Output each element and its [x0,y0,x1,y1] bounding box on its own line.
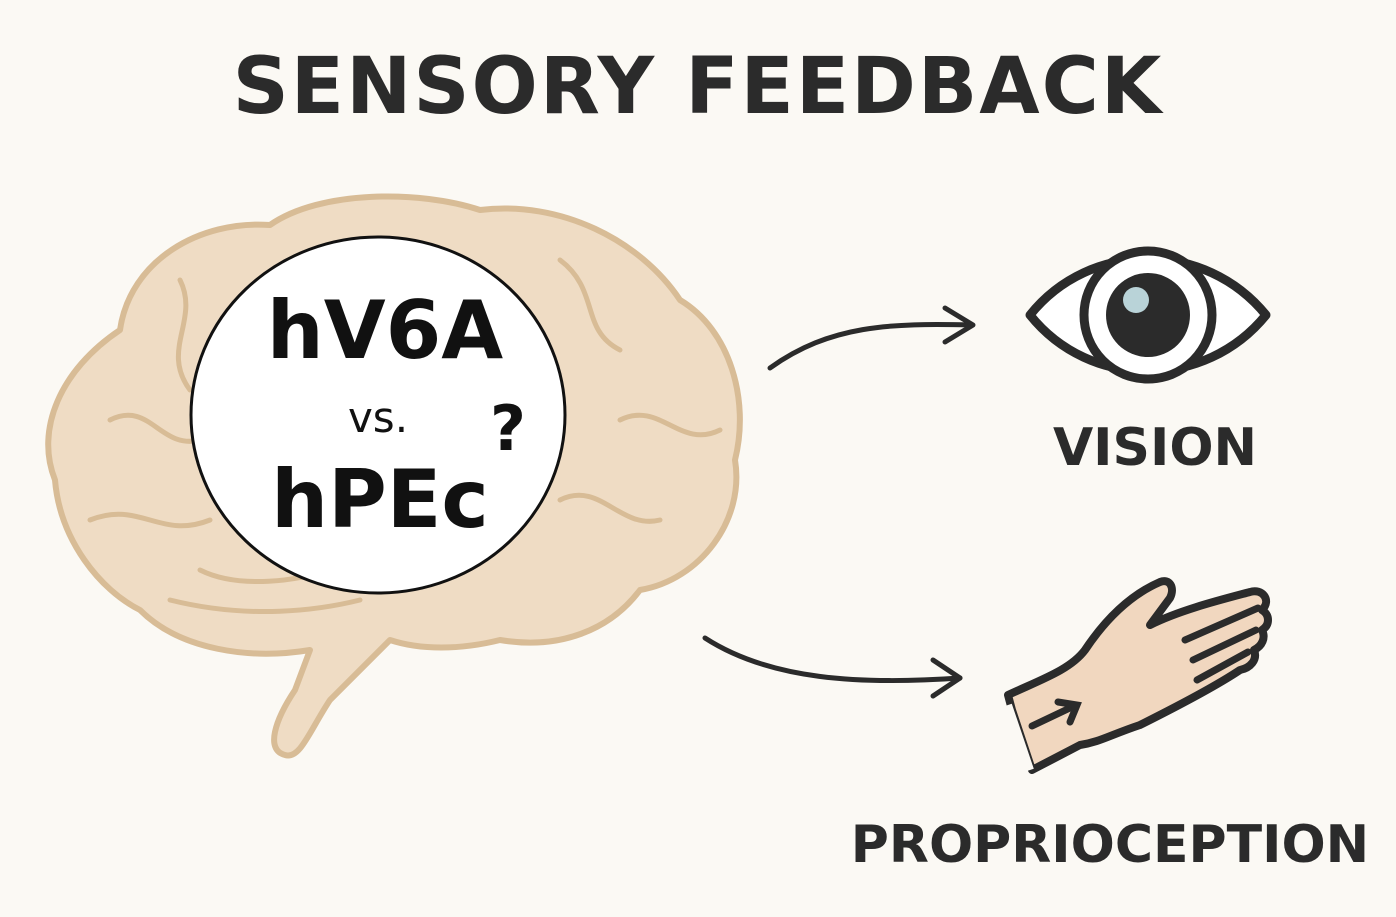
proprioception-label: PROPRIOCEPTION [851,815,1369,875]
vision-label: VISION [1053,418,1257,478]
region-hv6a: hV6A [267,284,504,377]
diagram-title: SENSORY FEEDBACK [233,42,1164,132]
vs-label: vs. [348,393,408,442]
eye-icon [1025,246,1271,384]
arrow-to-proprioception [702,635,963,699]
arrow-to-vision [767,305,976,371]
question-mark: ? [490,392,526,465]
hand-icon [1004,577,1272,774]
center-circle: hV6A vs. hPEc ? [189,235,567,595]
region-hpec: hPEc [271,453,489,546]
